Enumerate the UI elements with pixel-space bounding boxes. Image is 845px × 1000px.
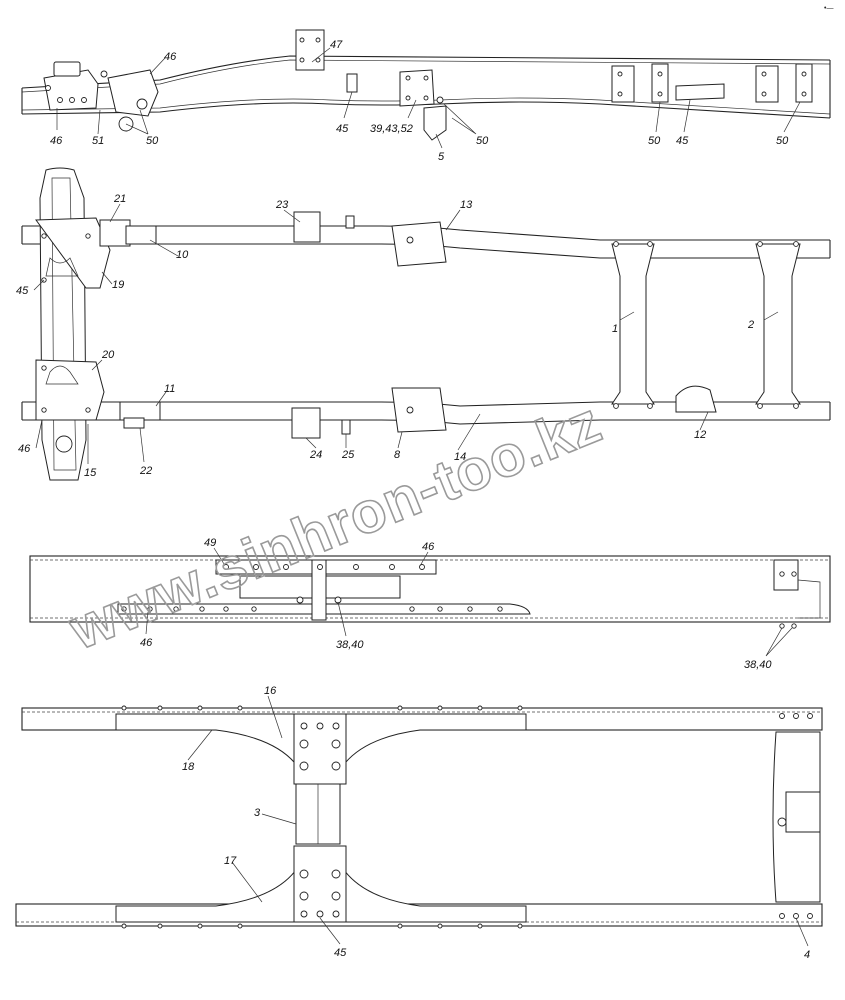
crossmember-bolts: [121, 705, 813, 929]
callout-38-40: 38,40: [744, 659, 772, 671]
callout-14: 14: [454, 451, 466, 463]
callout-45: 45: [16, 285, 29, 297]
callout-22: 22: [139, 465, 152, 477]
crossmember-view: 16 18 3 17 45 4: [15, 685, 823, 961]
side-view: 46 47 46 51 50 45 39,43,52 5 50 50 45 50: [21, 29, 831, 163]
callout-25: 25: [341, 449, 355, 461]
callout-8: 8: [394, 449, 401, 461]
top-view: 21 23 13 10 45 19 1 2 20 11 46 15 22 24 …: [16, 167, 831, 481]
callout-10: 10: [176, 249, 189, 261]
callout-23: 23: [275, 199, 289, 211]
callout-21: 21: [113, 193, 126, 205]
callout-50: 50: [776, 135, 789, 147]
callout-12: 12: [694, 429, 706, 441]
callout-19: 19: [112, 279, 124, 291]
callout-11: 11: [164, 383, 175, 395]
callout-18: 18: [182, 761, 195, 773]
callout-49: 49: [204, 537, 216, 549]
callout-45: 45: [336, 123, 349, 135]
callout-3: 3: [254, 807, 261, 819]
callout-47: 47: [330, 39, 343, 51]
callout-46: 46: [164, 51, 177, 63]
callout-16: 16: [264, 685, 277, 697]
callout-51: 51: [92, 135, 104, 147]
callout-20: 20: [101, 349, 115, 361]
callout-17: 17: [224, 855, 237, 867]
callout-45: 45: [334, 947, 347, 959]
callout-39-43-52: 39,43,52: [370, 123, 413, 135]
callout-5: 5: [438, 151, 445, 163]
callout-46: 46: [18, 443, 31, 455]
callout-50: 50: [476, 135, 489, 147]
callout-46: 46: [50, 135, 63, 147]
callout-46: 46: [422, 541, 435, 553]
callout-24: 24: [309, 449, 322, 461]
callout-4: 4: [804, 949, 810, 961]
callout-46: 46: [140, 637, 153, 649]
corner-mark: •—: [824, 5, 833, 12]
callout-45: 45: [676, 135, 689, 147]
callout-13: 13: [460, 199, 473, 211]
callout-1: 1: [612, 323, 618, 335]
callout-50: 50: [146, 135, 159, 147]
insert-view: 49 46 46 38,40 38,40: [29, 537, 831, 671]
callout-2: 2: [747, 319, 754, 331]
callout-15: 15: [84, 467, 97, 479]
callout-50: 50: [648, 135, 661, 147]
insert-bolts: [121, 564, 797, 629]
callout-38-40: 38,40: [336, 639, 364, 651]
